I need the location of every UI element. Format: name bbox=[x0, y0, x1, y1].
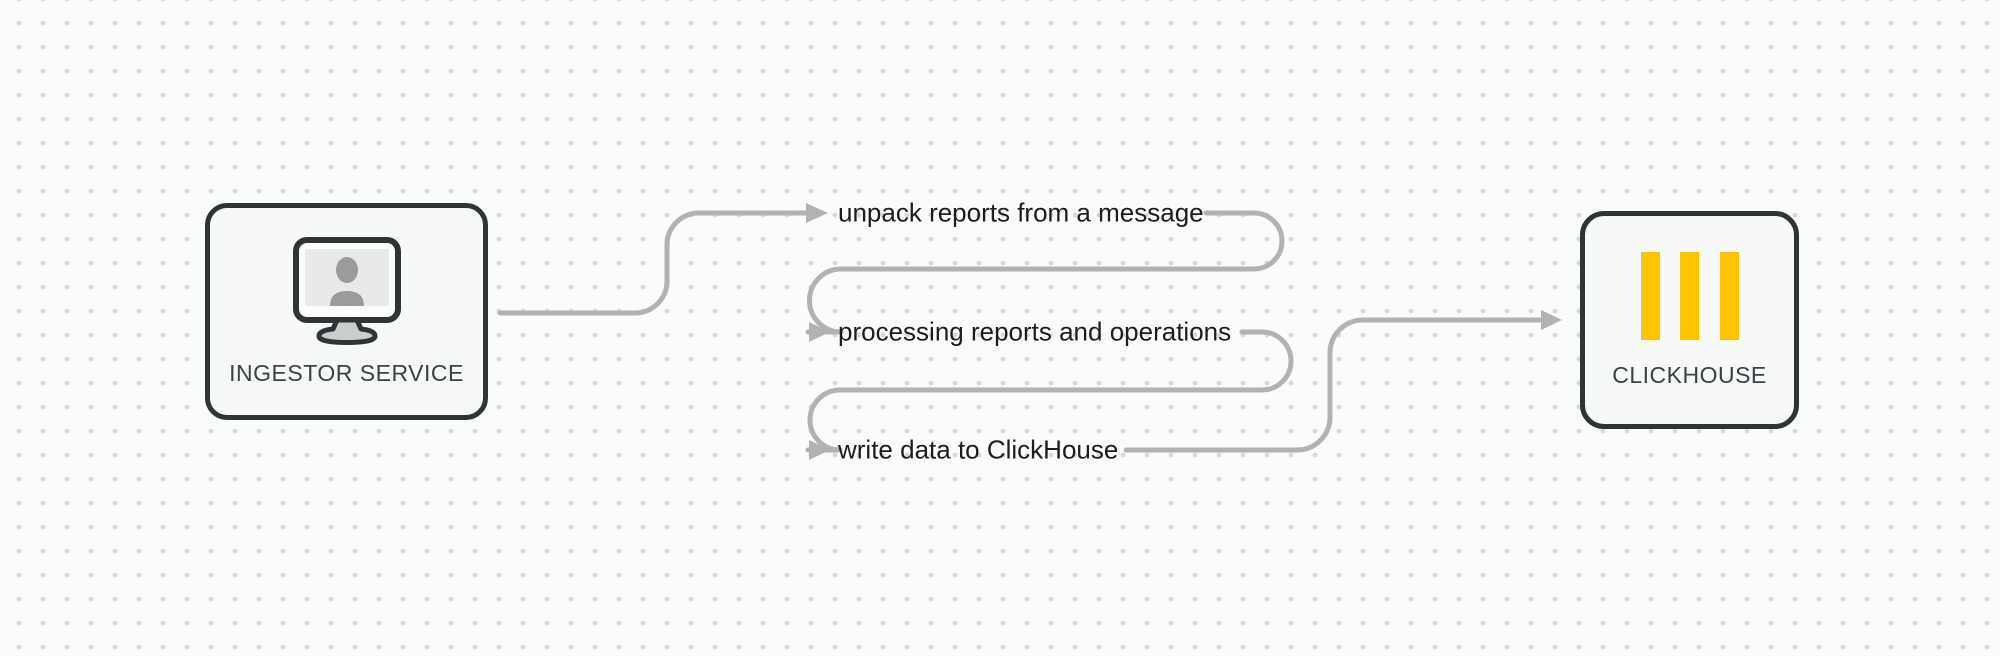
arrowhead-step3 bbox=[809, 440, 830, 460]
arrowhead-clickhouse bbox=[1541, 310, 1562, 330]
node-clickhouse: CLICKHOUSE bbox=[1580, 211, 1799, 429]
arrowhead-step2 bbox=[809, 322, 830, 342]
step-label-write: write data to ClickHouse bbox=[838, 434, 1119, 465]
connector-step1-to-step2 bbox=[805, 210, 1285, 335]
arrowhead-step1 bbox=[806, 203, 828, 223]
connector-step2-to-step3 bbox=[805, 329, 1294, 453]
node-ingestor-service: INGESTOR SERVICE bbox=[205, 203, 488, 420]
clickhouse-logo-icon bbox=[1640, 251, 1739, 340]
node-label-ingestor: INGESTOR SERVICE bbox=[229, 360, 464, 386]
connector-step3-to-clickhouse bbox=[1123, 317, 1543, 453]
step-label-processing: processing reports and operations bbox=[838, 316, 1232, 347]
connector-ingestor-to-step1 bbox=[497, 210, 808, 316]
monitor-user-icon bbox=[292, 237, 401, 345]
node-label-clickhouse: CLICKHOUSE bbox=[1612, 361, 1767, 388]
step-label-unpack: unpack reports from a message bbox=[838, 197, 1204, 228]
